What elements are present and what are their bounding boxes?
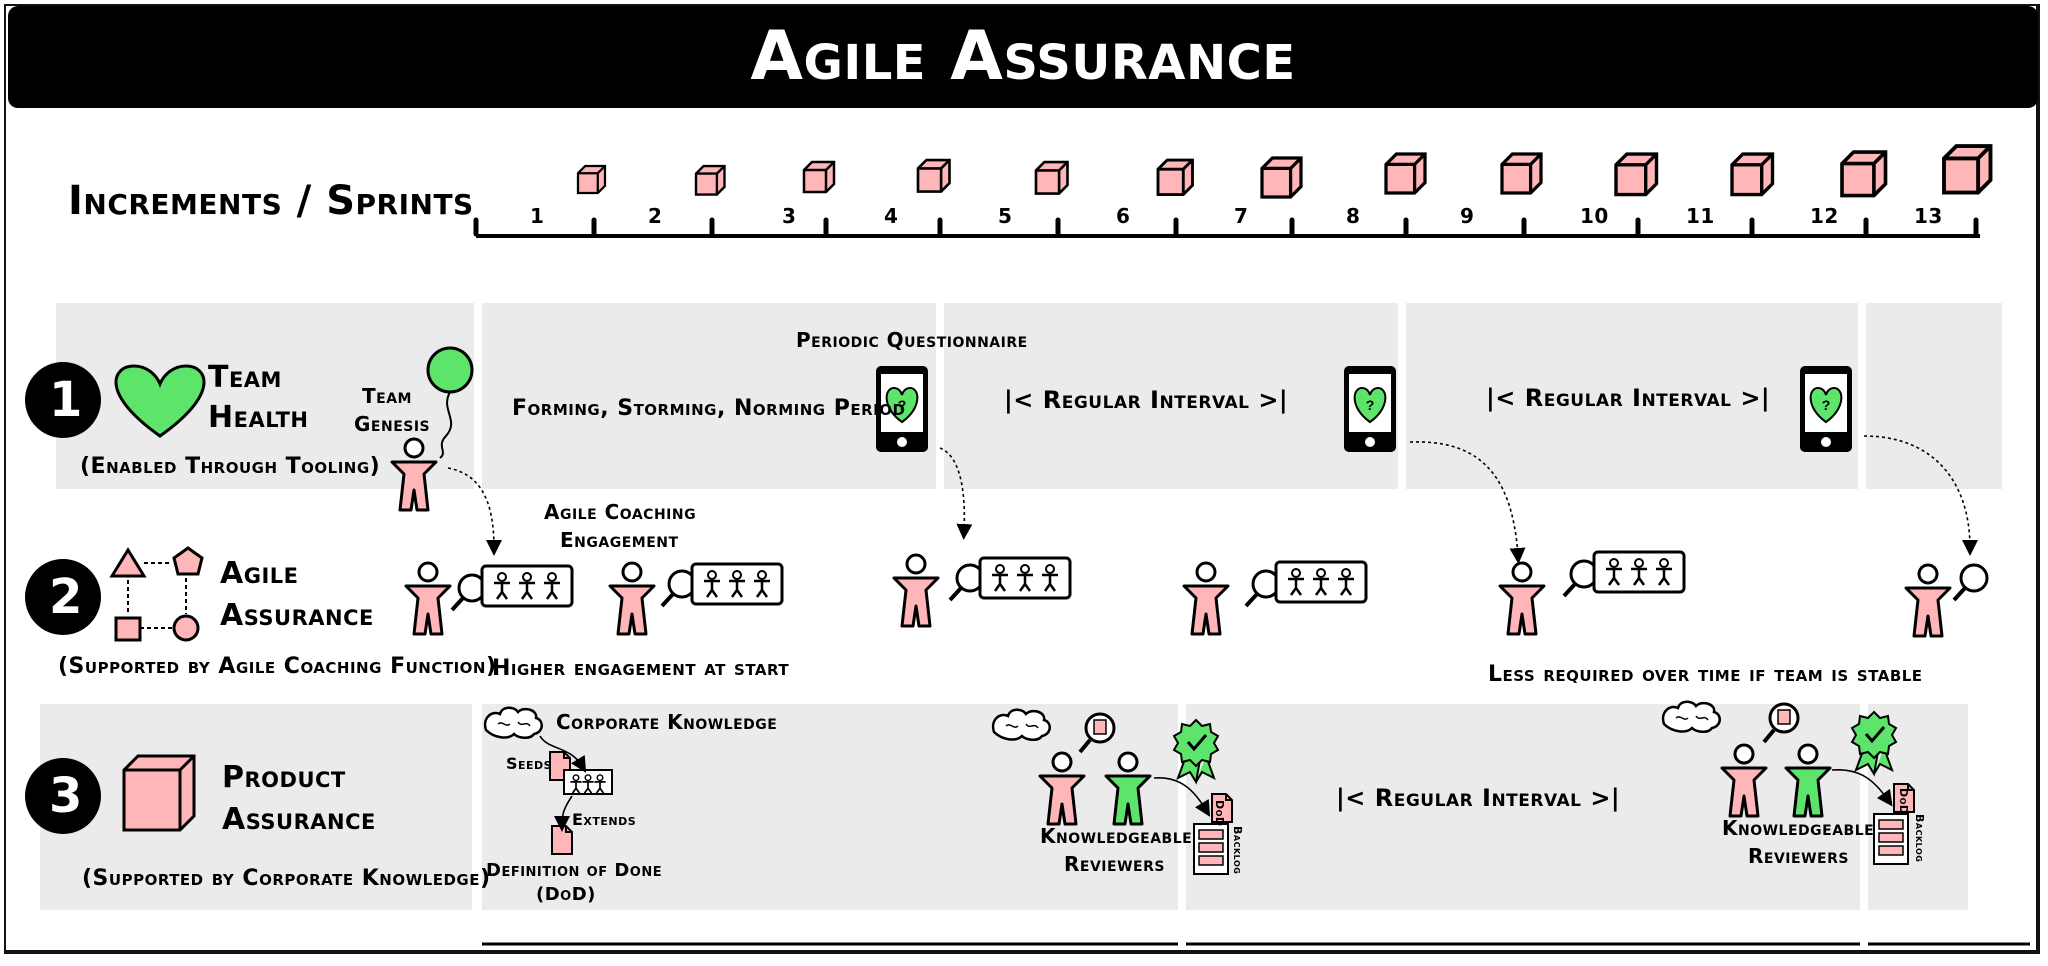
increment-cubes: [576, 144, 1993, 199]
row-2-title-line2: Assurance: [220, 598, 374, 633]
sprint-8: 8: [1346, 204, 1361, 228]
brain-icon-1: [483, 706, 544, 740]
row-number-3: 3: [49, 768, 83, 824]
extends-label: Extends: [572, 810, 637, 829]
sprint-5: 5: [998, 204, 1013, 228]
agile-coaching-line1: Agile Coaching: [544, 500, 697, 524]
reviewer-person-3: [1720, 743, 1768, 818]
brain-icon-2: [991, 708, 1052, 742]
dod-tag-1: DoD: [1213, 800, 1226, 827]
coaching-group-3: [892, 553, 1070, 628]
coaching-group-4: [1182, 562, 1366, 636]
corporate-knowledge-label: Corporate Knowledge: [556, 710, 778, 734]
team-genesis-line2: Genesis: [354, 412, 431, 436]
less-required-label: Less required over time if team is stabl…: [1488, 662, 1923, 687]
seeds-label: Seeds: [506, 754, 553, 773]
coaching-group-6: [1904, 563, 1989, 638]
row-2-title-line1: Agile: [220, 556, 299, 591]
sprint-2: 2: [648, 204, 663, 228]
sprint-12: 12: [1810, 204, 1839, 228]
heart-icon: [114, 364, 206, 438]
reviewers-2-line1: Knowledgeable: [1722, 816, 1875, 840]
team-genesis-person: [390, 437, 438, 512]
row-3-title-line1: Product: [222, 760, 346, 795]
row-3-title-line2: Assurance: [222, 802, 376, 837]
award-badge-icon-1: [1172, 718, 1220, 784]
regular-interval-2: |< Regular Interval >|: [1486, 384, 1771, 412]
dod-doc-icon: [551, 825, 573, 855]
regular-interval-1: |< Regular Interval >|: [1004, 386, 1289, 414]
sprint-6: 6: [1116, 204, 1131, 228]
team-health-panel-2: [482, 303, 936, 489]
dod-label-line2: (DoD): [536, 884, 596, 905]
reviewer-person-4: [1784, 743, 1832, 818]
backlog-icon-2: [1873, 813, 1909, 865]
row-number-1: 1: [49, 372, 83, 428]
row-1-title-line1: Team: [208, 360, 282, 395]
row-1-subtitle: (Enabled Through Tooling): [80, 454, 381, 479]
coaching-group-1: [404, 561, 572, 636]
sprint-1: 1: [530, 204, 545, 228]
sprint-13: 13: [1914, 204, 1943, 228]
diagram-frame: [4, 4, 2040, 954]
award-badge-icon-2: [1850, 710, 1898, 776]
product-cube-icon: [122, 754, 196, 832]
questionnaire-phone-3: [1799, 365, 1853, 453]
coaching-group-2: [608, 561, 782, 636]
team-health-panel-3: [944, 303, 1398, 489]
coaching-group-5: [1498, 552, 1684, 636]
team-genesis-line1: Team: [362, 384, 412, 408]
sprint-7: 7: [1234, 204, 1249, 228]
shapes-icon: [109, 546, 204, 642]
row-number-2: 2: [49, 569, 83, 625]
reviewers-1-line1: Knowledgeable: [1040, 824, 1193, 848]
page-title: Agile Assurance: [750, 17, 1296, 96]
backlog-tag-1: Backlog: [1231, 826, 1244, 875]
increments-label: Increments / Sprints: [68, 178, 474, 224]
magnifier-doc-icon-2: [1762, 702, 1800, 744]
sprint-4: 4: [884, 204, 899, 228]
balloon-icon: [426, 346, 474, 459]
periodic-questionnaire-label: Periodic Questionnaire: [796, 328, 1028, 352]
questionnaire-phone-2: [1343, 365, 1397, 453]
sprint-10: 10: [1580, 204, 1609, 228]
reviewer-person-1: [1038, 751, 1086, 826]
reviewers-1-line2: Reviewers: [1064, 852, 1165, 876]
title-bar: Agile Assurance: [8, 6, 2038, 108]
row-3-subtitle: (Supported by Corporate Knowledge): [82, 866, 491, 891]
higher-engagement-label: Higher engagement at start: [492, 656, 790, 681]
regular-interval-3: |< Regular Interval >|: [1336, 784, 1621, 812]
forming-period-label: Forming, Storming, Norming Period: [512, 396, 906, 421]
sprint-ticks: [473, 217, 1979, 237]
row-number-badges: [25, 362, 101, 834]
agile-coaching-line2: Engagement: [560, 528, 679, 552]
reviewer-person-2: [1104, 751, 1152, 826]
sprint-11: 11: [1686, 204, 1715, 228]
dod-tag-2: DoD: [1897, 788, 1910, 815]
team-health-panel-4: [1406, 303, 1858, 489]
sprint-9: 9: [1460, 204, 1475, 228]
dod-label-line1: Definition of Done: [486, 860, 663, 881]
backlog-tag-2: Backlog: [1913, 814, 1926, 863]
row-1-title-line2: Health: [208, 400, 309, 435]
reviewers-2-line2: Reviewers: [1748, 844, 1849, 868]
row-2-subtitle: (Supported by Agile Coaching Function): [58, 654, 497, 679]
product-panel-1: [40, 704, 472, 910]
magnifier-doc-icon-1: [1078, 712, 1116, 754]
sprint-3: 3: [782, 204, 797, 228]
brain-icon-3: [1661, 700, 1722, 734]
backlog-icon-1: [1193, 823, 1229, 875]
